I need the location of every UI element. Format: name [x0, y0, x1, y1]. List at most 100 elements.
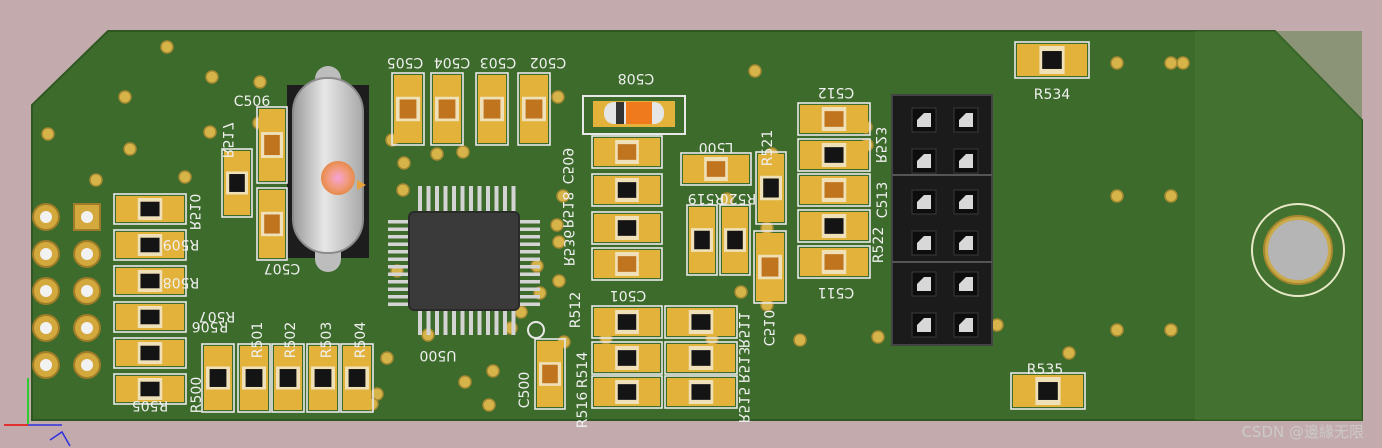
smd-resistor: [113, 193, 187, 225]
label-c509: C509: [559, 148, 575, 185]
label-r508: R508: [163, 274, 199, 290]
header-pin: [911, 148, 937, 174]
axis-gizmo: [4, 378, 71, 447]
smd-resistor: [664, 375, 738, 409]
smd-resistor: [271, 343, 305, 413]
label-r503: R503: [319, 322, 335, 358]
smd-resistor: [591, 341, 663, 375]
label-r535: R535: [1027, 362, 1063, 378]
label-r504: R504: [353, 322, 369, 359]
label-r510: R510: [186, 194, 202, 230]
smd-capacitor: [475, 72, 509, 146]
label-r500: R500: [189, 377, 205, 413]
via: [551, 90, 565, 104]
smd-capacitor: [517, 72, 551, 146]
via: [1164, 323, 1178, 337]
label-c506: C506: [234, 94, 271, 110]
via: [397, 156, 411, 170]
via: [1164, 56, 1178, 70]
via: [205, 70, 219, 84]
smd-resistor: [797, 138, 871, 172]
label-r518: R518: [559, 192, 575, 228]
diode-c508: [582, 95, 686, 135]
smd-capacitor: [797, 102, 871, 136]
crystal-oscillator: [287, 66, 369, 272]
smd-resistor: [719, 204, 751, 276]
smd-resistor: [591, 375, 663, 409]
smd-capacitor: [797, 245, 871, 279]
through-hole-pad: [73, 240, 101, 268]
label-r514: R514: [575, 352, 591, 389]
smd-capacitor: [391, 72, 425, 146]
label-r515: R515: [735, 387, 751, 423]
through-hole-pad: [32, 203, 60, 231]
smd-resistor: [664, 341, 738, 375]
via: [734, 285, 748, 299]
via: [748, 64, 762, 78]
label-r534: R534: [1034, 87, 1071, 103]
label-r516: R516: [575, 392, 591, 429]
label-c503: C503: [480, 54, 517, 70]
header-pin: [911, 189, 937, 215]
smd-resistor: [113, 337, 187, 369]
via: [458, 375, 472, 389]
label-c508: C508: [618, 70, 655, 86]
smd-capacitor: [797, 173, 871, 207]
label-l500: L500: [699, 139, 734, 155]
smd-resistor: [221, 148, 253, 218]
header-pin: [911, 271, 937, 297]
header-pin: [953, 230, 979, 256]
label-r502: R502: [283, 322, 299, 358]
through-hole-pad: [73, 277, 101, 305]
header-pin: [953, 189, 979, 215]
label-r511: R511: [735, 312, 751, 348]
via: [486, 364, 500, 378]
smd-resistor: [113, 373, 187, 405]
smd-resistor: [340, 343, 374, 413]
via: [123, 142, 137, 156]
label-r523: R523: [872, 127, 888, 163]
smd-capacitor: [591, 247, 663, 281]
via: [430, 147, 444, 161]
via: [118, 90, 132, 104]
label-c512: C512: [818, 84, 855, 100]
header-pin: [953, 312, 979, 338]
watermark: CSDN @邊緣无限: [1241, 423, 1364, 441]
pin-header-connector: [891, 94, 993, 346]
through-hole-pad: [32, 314, 60, 342]
mcu-chip-u500: [388, 186, 540, 335]
label-r509: R509: [163, 236, 199, 252]
through-hole-pad: [32, 351, 60, 379]
pin1-marker: [527, 321, 545, 339]
smd-capacitor: [753, 230, 787, 304]
label-c505: C505: [387, 54, 424, 70]
via: [380, 351, 394, 365]
via: [203, 125, 217, 139]
label-r520: R520: [720, 190, 756, 206]
via: [1110, 323, 1124, 337]
via: [41, 127, 55, 141]
label-r506: R506: [192, 318, 229, 334]
header-pin: [953, 271, 979, 297]
via: [1110, 189, 1124, 203]
via: [550, 218, 564, 232]
through-hole-pad: [73, 203, 101, 231]
label-c502: C502: [530, 54, 567, 70]
label-c501: C501: [610, 287, 647, 303]
smd-resistor: [755, 151, 787, 225]
smd-components: [113, 41, 1090, 413]
smd-resistor: [591, 211, 663, 245]
smd-resistor: [1010, 372, 1086, 410]
smd-capacitor: [256, 187, 288, 261]
through-hole-pad: [32, 277, 60, 305]
label-r522: R522: [871, 227, 887, 263]
via: [552, 274, 566, 288]
header-pin: [953, 148, 979, 174]
via: [793, 333, 807, 347]
smd-capacitor: [591, 135, 663, 169]
label-r521: R521: [760, 130, 776, 166]
via: [1176, 56, 1190, 70]
label-r505: R505: [132, 397, 168, 413]
